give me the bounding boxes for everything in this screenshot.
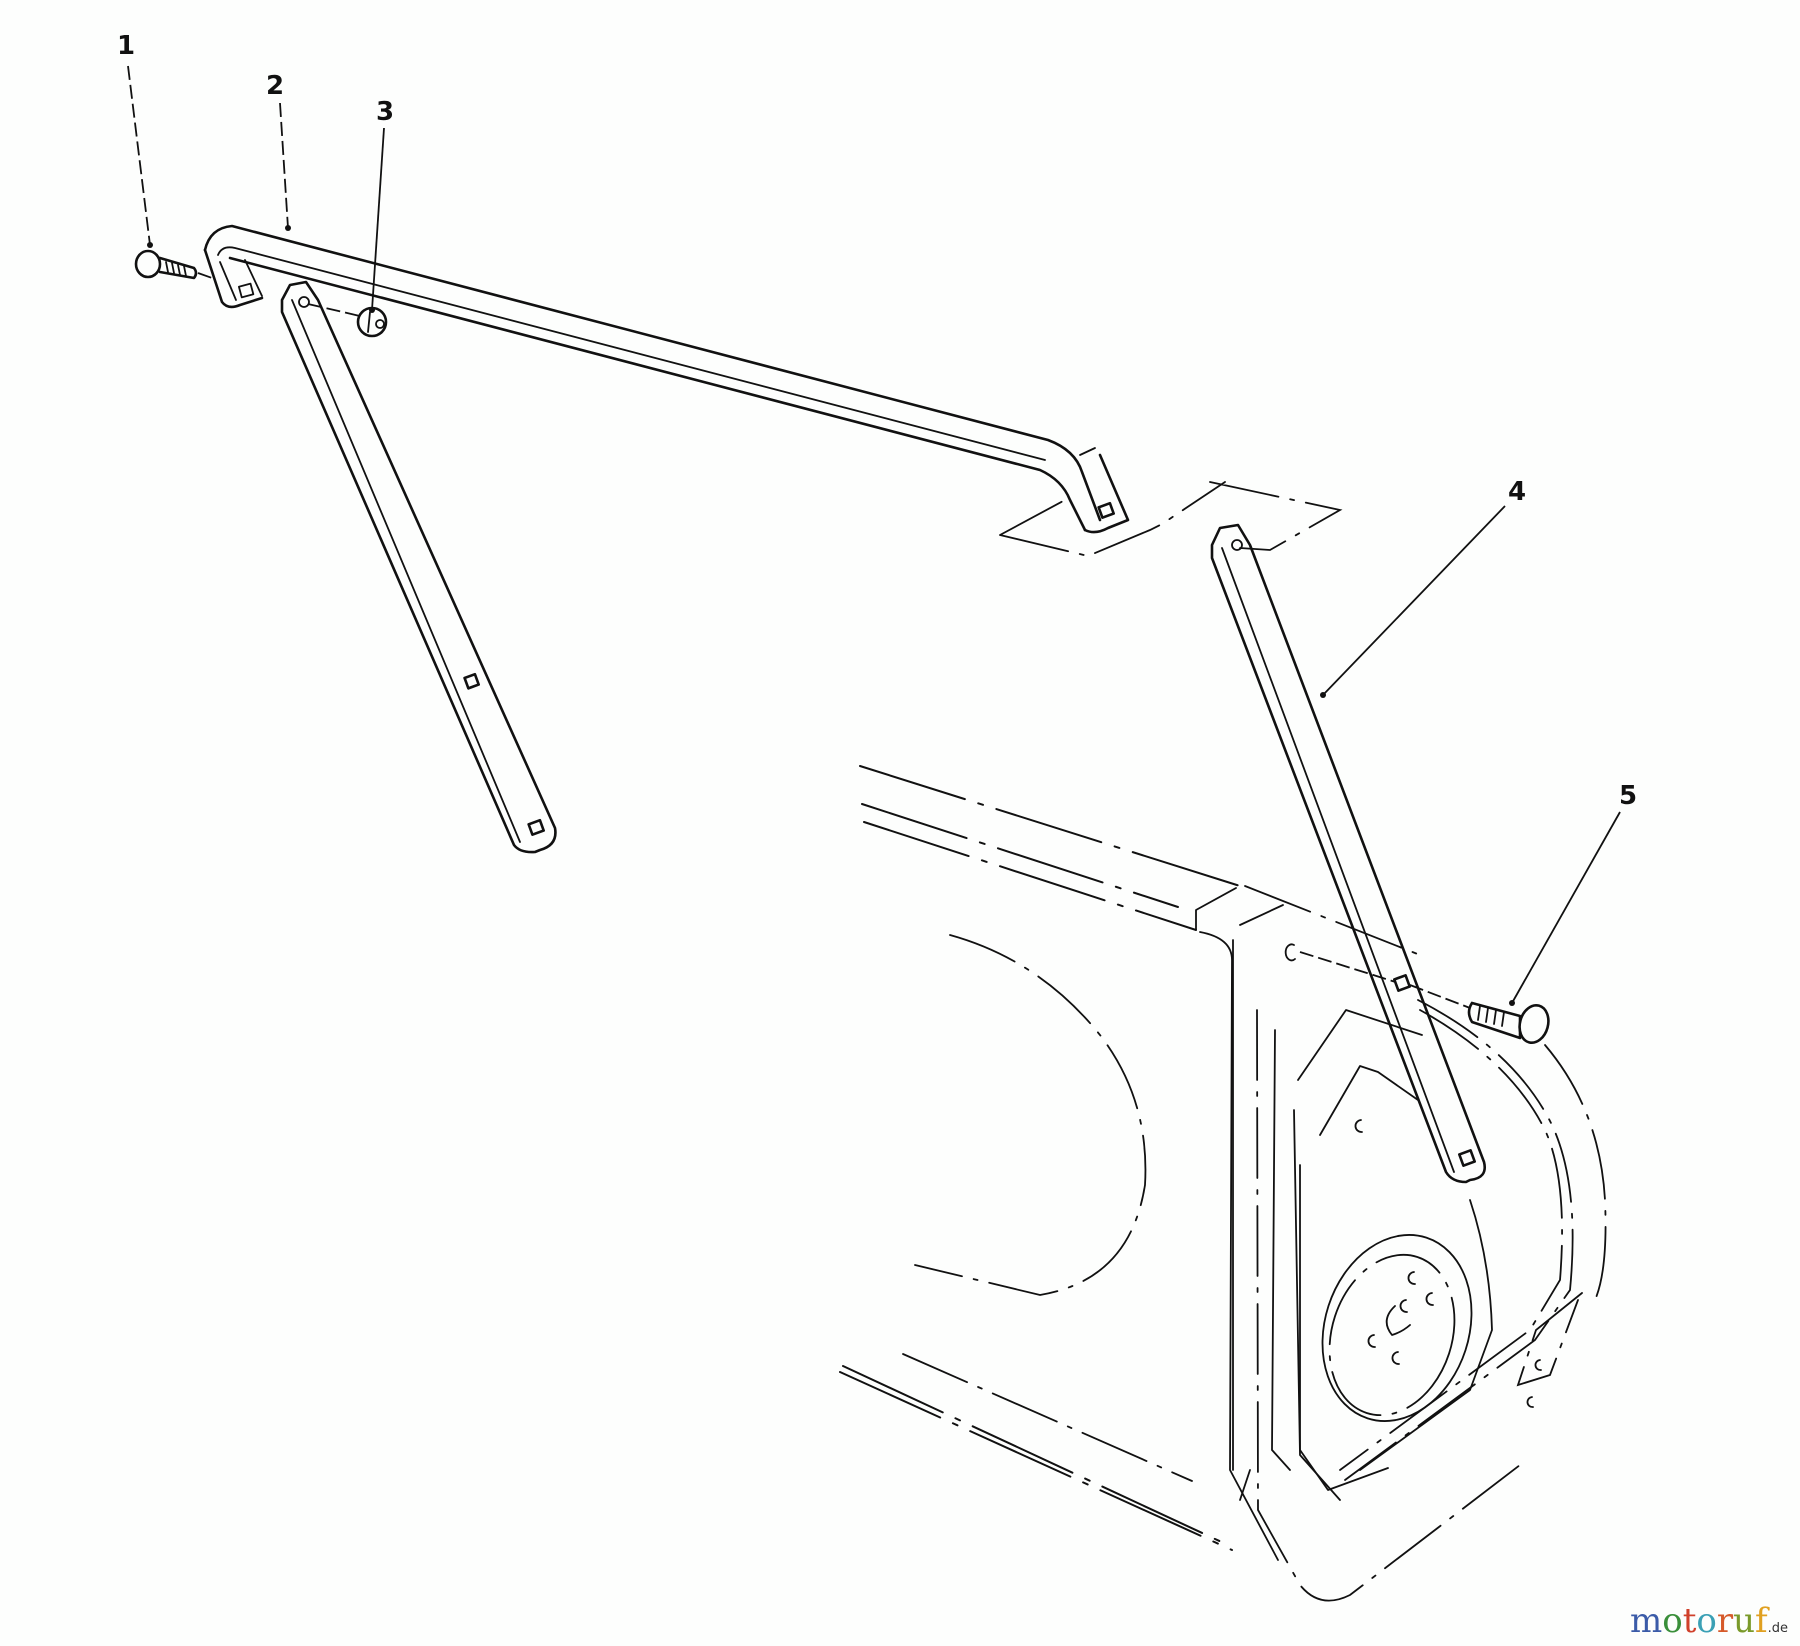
callout-2: 2	[265, 71, 285, 101]
mounting-plane	[999, 481, 1343, 557]
handle-part	[203, 224, 1130, 534]
left-brace	[280, 280, 557, 854]
nut-part	[307, 303, 388, 338]
watermark-logo: motoruf.de	[1630, 1604, 1788, 1638]
watermark-letter: o	[1662, 1601, 1683, 1641]
watermark-letter: r	[1716, 1601, 1734, 1641]
bolt-left-part	[134, 249, 213, 280]
callout-leaders	[127, 65, 1621, 1006]
callout-5: 5	[1618, 781, 1638, 811]
right-brace-part	[1210, 523, 1486, 1184]
bolt-right-part	[1409, 984, 1550, 1045]
watermark-letter: t	[1682, 1601, 1697, 1641]
callout-4: 4	[1507, 477, 1527, 507]
watermark-letter: o	[1696, 1601, 1717, 1641]
watermark-suffix: .de	[1767, 1621, 1788, 1636]
callout-3: 3	[375, 97, 395, 127]
callout-1: 1	[116, 31, 136, 61]
watermark-letter: m	[1629, 1601, 1663, 1641]
watermark-letter: f	[1755, 1601, 1768, 1641]
housing	[839, 765, 1607, 1602]
watermark-letter: u	[1733, 1601, 1756, 1641]
